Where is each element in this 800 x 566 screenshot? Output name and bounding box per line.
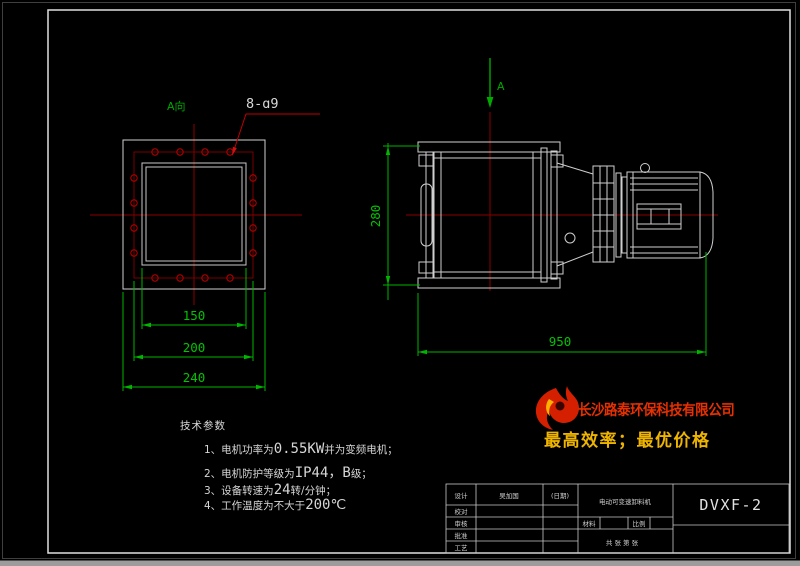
company-name: 长沙路泰环保科技有限公司 bbox=[578, 403, 735, 419]
drawing-model-number: DVXF-2 bbox=[699, 496, 763, 514]
tech-param-line-3: 3、设备转速为24转/分钟； bbox=[204, 482, 336, 498]
tp3-post: 转/分钟； bbox=[290, 485, 337, 497]
dim-240: 240 bbox=[183, 370, 206, 385]
bolt-holes bbox=[130, 148, 257, 282]
front-view: 8-ɑ9 A向 150 200 240 bbox=[90, 96, 320, 391]
front-view-dimensions bbox=[122, 268, 266, 391]
tp2-value: IP44，B bbox=[294, 465, 351, 481]
tb-label-approve: 批准 bbox=[454, 532, 468, 540]
valve-body bbox=[417, 141, 561, 289]
flange-outline bbox=[122, 139, 266, 290]
dim-950: 950 bbox=[549, 334, 572, 349]
view-direction-label: A向 bbox=[167, 99, 186, 113]
tech-param-line-4: 4、工作温度为不大于200℃ bbox=[204, 497, 346, 513]
tp1-pre: 1、电机功率为 bbox=[204, 444, 274, 456]
leader-arrowhead bbox=[232, 146, 237, 156]
tb-label-review: 审核 bbox=[454, 520, 468, 528]
dim-150: 150 bbox=[183, 308, 206, 323]
tb-material-label: 材料 bbox=[582, 520, 596, 528]
opening-inner bbox=[145, 166, 243, 262]
tb-product-name: 电动可变速卸料机 bbox=[599, 498, 651, 506]
opening-outer bbox=[141, 162, 247, 266]
tp4-value: 200℃ bbox=[305, 497, 347, 513]
tp1-value: 0.55KW bbox=[273, 441, 325, 457]
tb-scale-label: 比例 bbox=[632, 520, 646, 528]
tb-label-design: 设计 bbox=[454, 492, 468, 500]
tb-date-hint: (日期) bbox=[550, 492, 570, 500]
section-label: A bbox=[497, 80, 505, 93]
tb-label-process: 工艺 bbox=[454, 544, 468, 552]
tp1-post: 并为变频电机； bbox=[324, 444, 398, 456]
shaft-end-box bbox=[636, 203, 682, 230]
motor bbox=[626, 163, 714, 259]
drive-train bbox=[540, 147, 628, 283]
side-view-dim-arrows bbox=[385, 146, 706, 355]
tb-designer-name: 吴加国 bbox=[499, 492, 519, 500]
title-block-grid bbox=[445, 483, 790, 554]
sheet-edge-strip bbox=[0, 560, 800, 566]
gearbox bbox=[592, 165, 615, 263]
tech-params-heading: 技术参数 bbox=[180, 420, 226, 432]
bolt-line-rect bbox=[133, 151, 254, 279]
company-logo-icon bbox=[535, 386, 579, 430]
tech-param-line-1: 1、电机功率为0.55KW并为变频电机； bbox=[204, 441, 398, 457]
hole-callout-label: 8-ɑ9 bbox=[246, 96, 279, 112]
section-arrowhead bbox=[486, 97, 494, 108]
tb-label-check: 校对 bbox=[454, 508, 468, 516]
tp4-pre: 4、工作温度为不大于 bbox=[204, 500, 306, 512]
tech-param-line-2: 2、电机防护等级为IP44，B级； bbox=[204, 462, 372, 482]
tp3-value: 24 bbox=[273, 482, 291, 498]
tp3-pre: 3、设备转速为 bbox=[204, 485, 274, 497]
front-view-dim-arrows bbox=[123, 322, 265, 390]
tp2-post: 级； bbox=[350, 468, 372, 480]
inspection-hole bbox=[564, 232, 576, 244]
tp2-pre: 2、电机防护等级为 bbox=[204, 468, 295, 480]
hole-callout-leader bbox=[232, 113, 320, 156]
tb-sheet-info: 共 张 第 张 bbox=[605, 539, 639, 547]
side-view-dimensions bbox=[383, 143, 707, 356]
side-view: A bbox=[368, 58, 718, 356]
dim-280: 280 bbox=[368, 205, 383, 228]
lifting-eyebolt bbox=[640, 163, 650, 173]
company-slogan: 最高效率；最优价格 bbox=[544, 431, 711, 451]
dim-200: 200 bbox=[183, 340, 206, 355]
